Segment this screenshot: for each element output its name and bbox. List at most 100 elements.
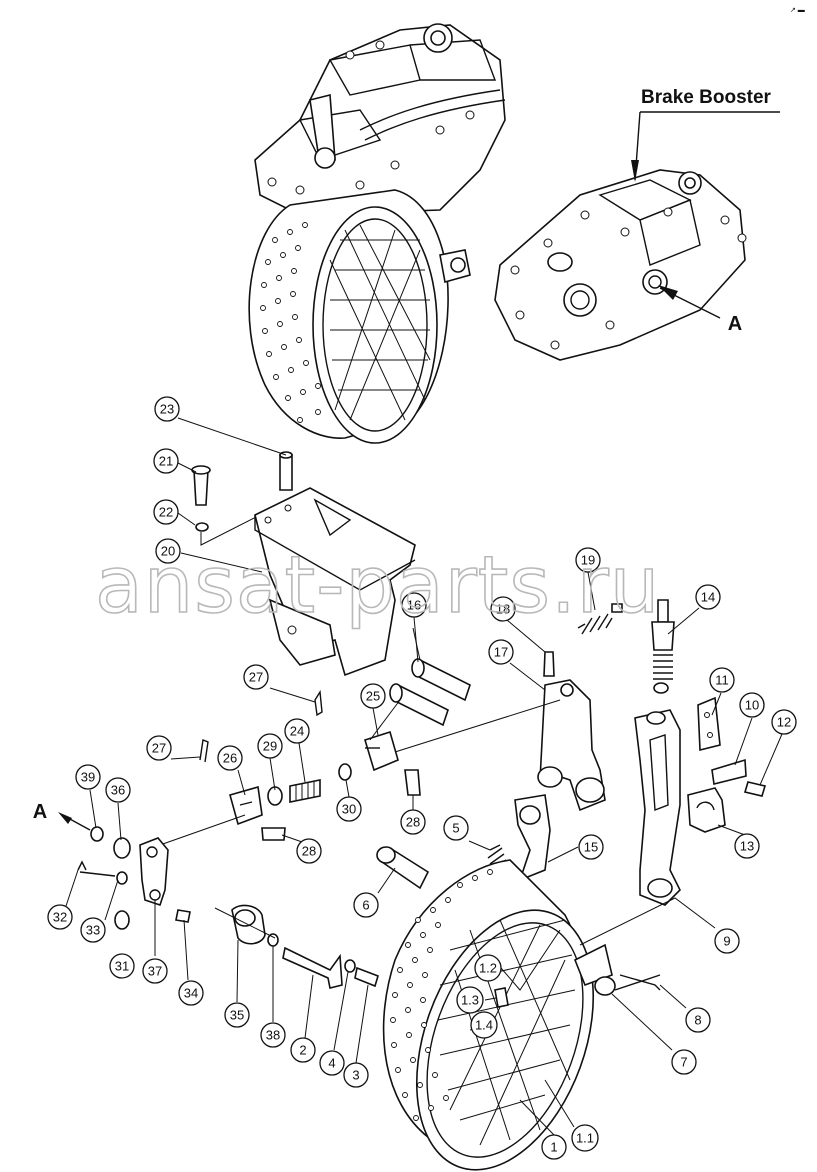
- callout-9: 9: [714, 928, 740, 954]
- watermark: ansat-parts.ru: [95, 541, 660, 631]
- callout-33: 33: [80, 917, 106, 943]
- callout-29: 29: [257, 733, 283, 759]
- callout-1-1: 1.1: [571, 1124, 599, 1152]
- callout-1-3: 1.3: [456, 986, 484, 1014]
- svg-text:7: 7: [680, 1055, 687, 1070]
- callout-1: 1: [541, 1134, 567, 1160]
- svg-text:19: 19: [581, 553, 595, 568]
- callout-24: 24: [284, 718, 310, 744]
- svg-text:33: 33: [86, 923, 100, 938]
- svg-text:35: 35: [230, 1008, 244, 1023]
- svg-text:1.4: 1.4: [475, 1018, 493, 1033]
- svg-text:8: 8: [694, 1013, 701, 1028]
- svg-text:9: 9: [723, 934, 730, 949]
- callout-21: 21: [153, 448, 179, 474]
- left-linkage-parts: A: [33, 801, 379, 989]
- callout-12: 12: [771, 709, 797, 735]
- svg-text:10: 10: [745, 698, 759, 713]
- callout-28-left: 28: [296, 838, 322, 864]
- callout-7: 7: [671, 1049, 697, 1075]
- svg-text:15: 15: [584, 840, 598, 855]
- callout-2: 2: [290, 1037, 316, 1063]
- view-a-label-right: A: [728, 313, 742, 335]
- svg-text:20: 20: [161, 544, 175, 559]
- callout-19: 19: [575, 547, 601, 573]
- callout-25: 25: [360, 683, 386, 709]
- callout-1-2: 1.2: [474, 954, 502, 982]
- svg-text:25: 25: [366, 689, 380, 704]
- callout-31: 31: [109, 953, 135, 979]
- svg-text:26: 26: [223, 751, 237, 766]
- callout-10: 10: [739, 692, 765, 718]
- svg-text:39: 39: [81, 770, 95, 785]
- svg-text:34: 34: [184, 986, 198, 1001]
- view-a-label-left: A: [33, 801, 47, 823]
- callout-3: 3: [343, 1062, 369, 1088]
- svg-text:4: 4: [328, 1056, 335, 1071]
- callout-11: 11: [709, 667, 735, 693]
- svg-text:13: 13: [740, 839, 754, 854]
- callout-8: 8: [685, 1007, 711, 1033]
- bracket-and-linkage-parts: [159, 451, 767, 906]
- svg-text:30: 30: [342, 802, 356, 817]
- svg-text:18: 18: [496, 602, 510, 617]
- callout-27-left: 27: [146, 735, 172, 761]
- callout-22: 22: [153, 499, 179, 525]
- callout-13: 13: [734, 833, 760, 859]
- svg-text:27: 27: [249, 670, 263, 685]
- brake-booster-label: Brake Booster: [641, 87, 771, 108]
- callout-26: 26: [217, 745, 243, 771]
- brake-booster-assembly: Brake Booster A: [494, 87, 780, 361]
- svg-text:16: 16: [407, 598, 421, 613]
- callout-23: 23: [154, 396, 180, 422]
- callout-17: 17: [488, 639, 514, 665]
- callout-34: 34: [178, 980, 204, 1006]
- top-assembly: [248, 23, 506, 444]
- callout-16: 16: [401, 592, 427, 618]
- svg-text:23: 23: [160, 402, 174, 417]
- svg-text:17: 17: [494, 645, 508, 660]
- callout-4: 4: [319, 1050, 345, 1076]
- callout-37: 37: [142, 958, 168, 984]
- callout-1-4: 1.4: [470, 1011, 498, 1039]
- callout-32: 32: [47, 904, 73, 930]
- svg-text:1.1: 1.1: [576, 1131, 594, 1146]
- svg-text:5: 5: [452, 821, 459, 836]
- svg-text:21: 21: [159, 454, 173, 469]
- svg-text:1.3: 1.3: [461, 993, 479, 1008]
- svg-text:22: 22: [159, 505, 173, 520]
- svg-text:1: 1: [550, 1140, 557, 1155]
- svg-text:11: 11: [715, 673, 729, 688]
- callout-39: 39: [75, 764, 101, 790]
- callout-36: 36: [105, 777, 131, 803]
- callout-30: 30: [336, 796, 362, 822]
- svg-text:31: 31: [115, 959, 129, 974]
- callout-38: 38: [260, 1022, 286, 1048]
- callout-15: 15: [578, 834, 604, 860]
- corner-mark: ↗ ▬: [790, 7, 805, 14]
- callout-5: 5: [443, 815, 469, 841]
- callout-20: 20: [155, 538, 181, 564]
- callout-35: 35: [224, 1002, 250, 1028]
- svg-text:37: 37: [148, 964, 162, 979]
- svg-text:1.2: 1.2: [479, 961, 497, 976]
- leader-lines: [65, 417, 783, 1137]
- svg-text:12: 12: [777, 715, 791, 730]
- svg-text:27: 27: [152, 741, 166, 756]
- lower-drum-assembly: [382, 859, 661, 1171]
- callout-6: 6: [353, 892, 379, 918]
- svg-text:2: 2: [299, 1043, 306, 1058]
- callout-27-top: 27: [243, 664, 269, 690]
- callout-28-right: 28: [400, 809, 426, 835]
- callout-14: 14: [695, 584, 721, 610]
- svg-text:38: 38: [266, 1028, 280, 1043]
- svg-text:28: 28: [302, 844, 316, 859]
- svg-text:3: 3: [352, 1068, 359, 1083]
- svg-text:6: 6: [362, 898, 369, 913]
- svg-text:29: 29: [263, 739, 277, 754]
- svg-text:14: 14: [701, 590, 715, 605]
- svg-text:24: 24: [290, 724, 304, 739]
- svg-text:32: 32: [53, 910, 67, 925]
- callout-18: 18: [490, 596, 516, 622]
